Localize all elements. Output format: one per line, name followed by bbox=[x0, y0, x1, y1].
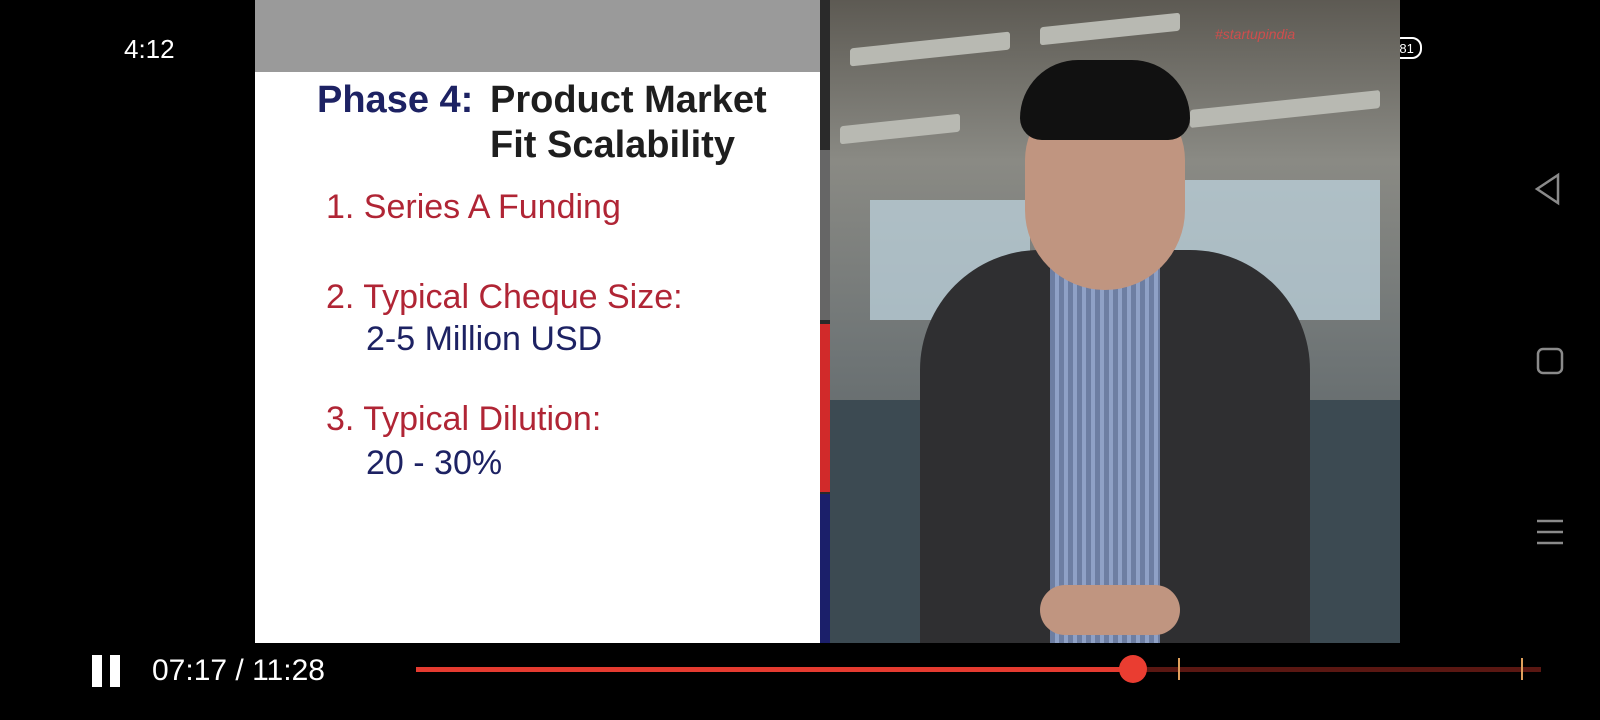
duration: 11:28 bbox=[252, 654, 325, 687]
progress-played bbox=[416, 667, 1133, 672]
current-time: 07:17 bbox=[152, 654, 228, 687]
speaker-figure bbox=[880, 40, 1350, 643]
hamburger-menu-icon[interactable] bbox=[1535, 517, 1565, 552]
square-home-icon[interactable] bbox=[1535, 346, 1565, 381]
progress-scrubber[interactable] bbox=[1119, 655, 1147, 683]
slide-item-3-value: 20 - 30% bbox=[366, 444, 503, 482]
divider-red-band bbox=[820, 324, 830, 492]
slide-title-line-2: Fit Scalability bbox=[490, 124, 735, 166]
pause-icon-bar-left bbox=[92, 655, 102, 687]
playback-time: 07:17 / 11:28 bbox=[152, 654, 325, 688]
divider-gray-band bbox=[820, 150, 830, 320]
presentation-slide: Phase 4: Product Market Fit Scalability … bbox=[255, 0, 820, 643]
slide-phase: Phase 4: bbox=[317, 79, 474, 121]
slide-item-3-label: 3. Typical Dilution: bbox=[326, 400, 602, 438]
slide-title-line-1: Product Market bbox=[490, 79, 767, 121]
battery-level: 81 bbox=[1399, 40, 1414, 56]
chapter-marker bbox=[1521, 658, 1523, 680]
channel-watermark: #startupindia bbox=[1215, 26, 1296, 42]
slide-item-1-label: 1. Series A Funding bbox=[326, 188, 621, 226]
slide-item-2-label: 2. Typical Cheque Size: bbox=[326, 278, 683, 316]
slide-item-2-value: 2-5 Million USD bbox=[366, 320, 603, 358]
slide-divider bbox=[820, 0, 830, 643]
speaker-camera-view: #startupindia bbox=[830, 0, 1400, 643]
pause-icon-bar-right bbox=[110, 655, 120, 687]
chapter-marker bbox=[1178, 658, 1180, 680]
pause-button[interactable] bbox=[92, 655, 124, 687]
status-time: 4:12 bbox=[124, 34, 175, 64]
triangle-back-icon[interactable] bbox=[1532, 172, 1564, 211]
slide-title: Product Market Fit Scalability bbox=[490, 78, 820, 168]
video-frame[interactable]: Phase 4: Product Market Fit Scalability … bbox=[255, 0, 1400, 643]
time-separator: / bbox=[227, 654, 253, 687]
slide-top-band bbox=[255, 0, 820, 72]
divider-blue-band bbox=[820, 494, 830, 643]
